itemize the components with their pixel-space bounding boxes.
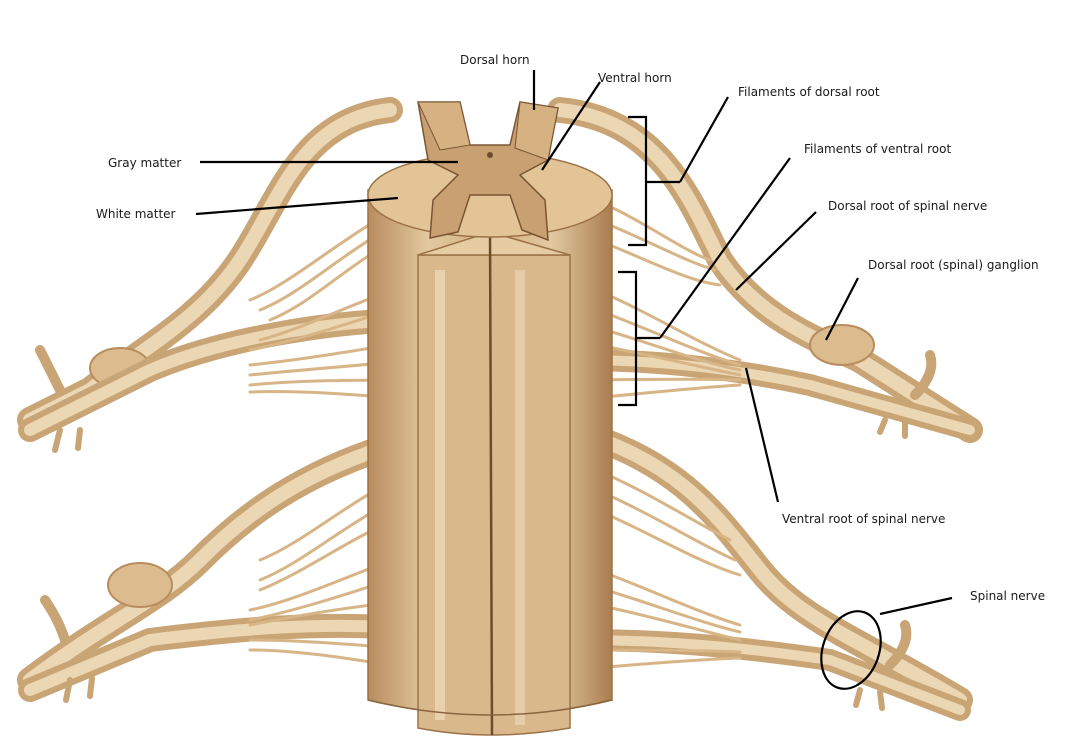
label-filaments-dorsal-root: Filaments of dorsal root — [738, 85, 880, 99]
upper-left-dorsal-root — [17, 97, 403, 433]
label-dorsal-horn: Dorsal horn — [460, 53, 530, 67]
leader-dorsal-root-spinal-nerve — [735, 211, 817, 291]
spinal-nerve-circle — [820, 610, 882, 690]
central-canal — [487, 152, 493, 158]
label-white-matter: White matter — [96, 207, 176, 221]
leader-white-matter — [195, 196, 399, 216]
lower-right-nerve — [557, 417, 973, 721]
label-dorsal-root-spinal-nerve: Dorsal root of spinal nerve — [828, 199, 988, 213]
leader-lines — [195, 70, 953, 690]
label-spinal-nerve: Spinal nerve — [970, 589, 1046, 603]
spinal-cord-column — [367, 189, 613, 736]
label-ventral-horn: Ventral horn — [598, 71, 672, 85]
label-gray-matter: Gray matter — [108, 156, 182, 170]
lower-left-ganglion — [107, 562, 173, 608]
cord-cross-section — [367, 101, 613, 242]
leader-dorsal-root-ganglion — [825, 277, 859, 341]
label-ventral-root-spinal-nerve: Ventral root of spinal nerve — [782, 512, 946, 526]
leader-ventral-root-spinal-nerve — [744, 367, 780, 503]
label-dorsal-root-ganglion: Dorsal root (spinal) ganglion — [868, 258, 1039, 272]
upper-right-ganglion — [809, 324, 875, 366]
lower-left-nerve — [17, 427, 432, 703]
label-filaments-ventral-root: Filaments of ventral root — [804, 142, 952, 156]
leader-spinal-nerve — [879, 596, 953, 616]
leader-filaments-ventral-root — [659, 157, 791, 339]
leader-filaments-dorsal-root — [679, 96, 729, 183]
leader-ventral-horn — [541, 81, 601, 171]
